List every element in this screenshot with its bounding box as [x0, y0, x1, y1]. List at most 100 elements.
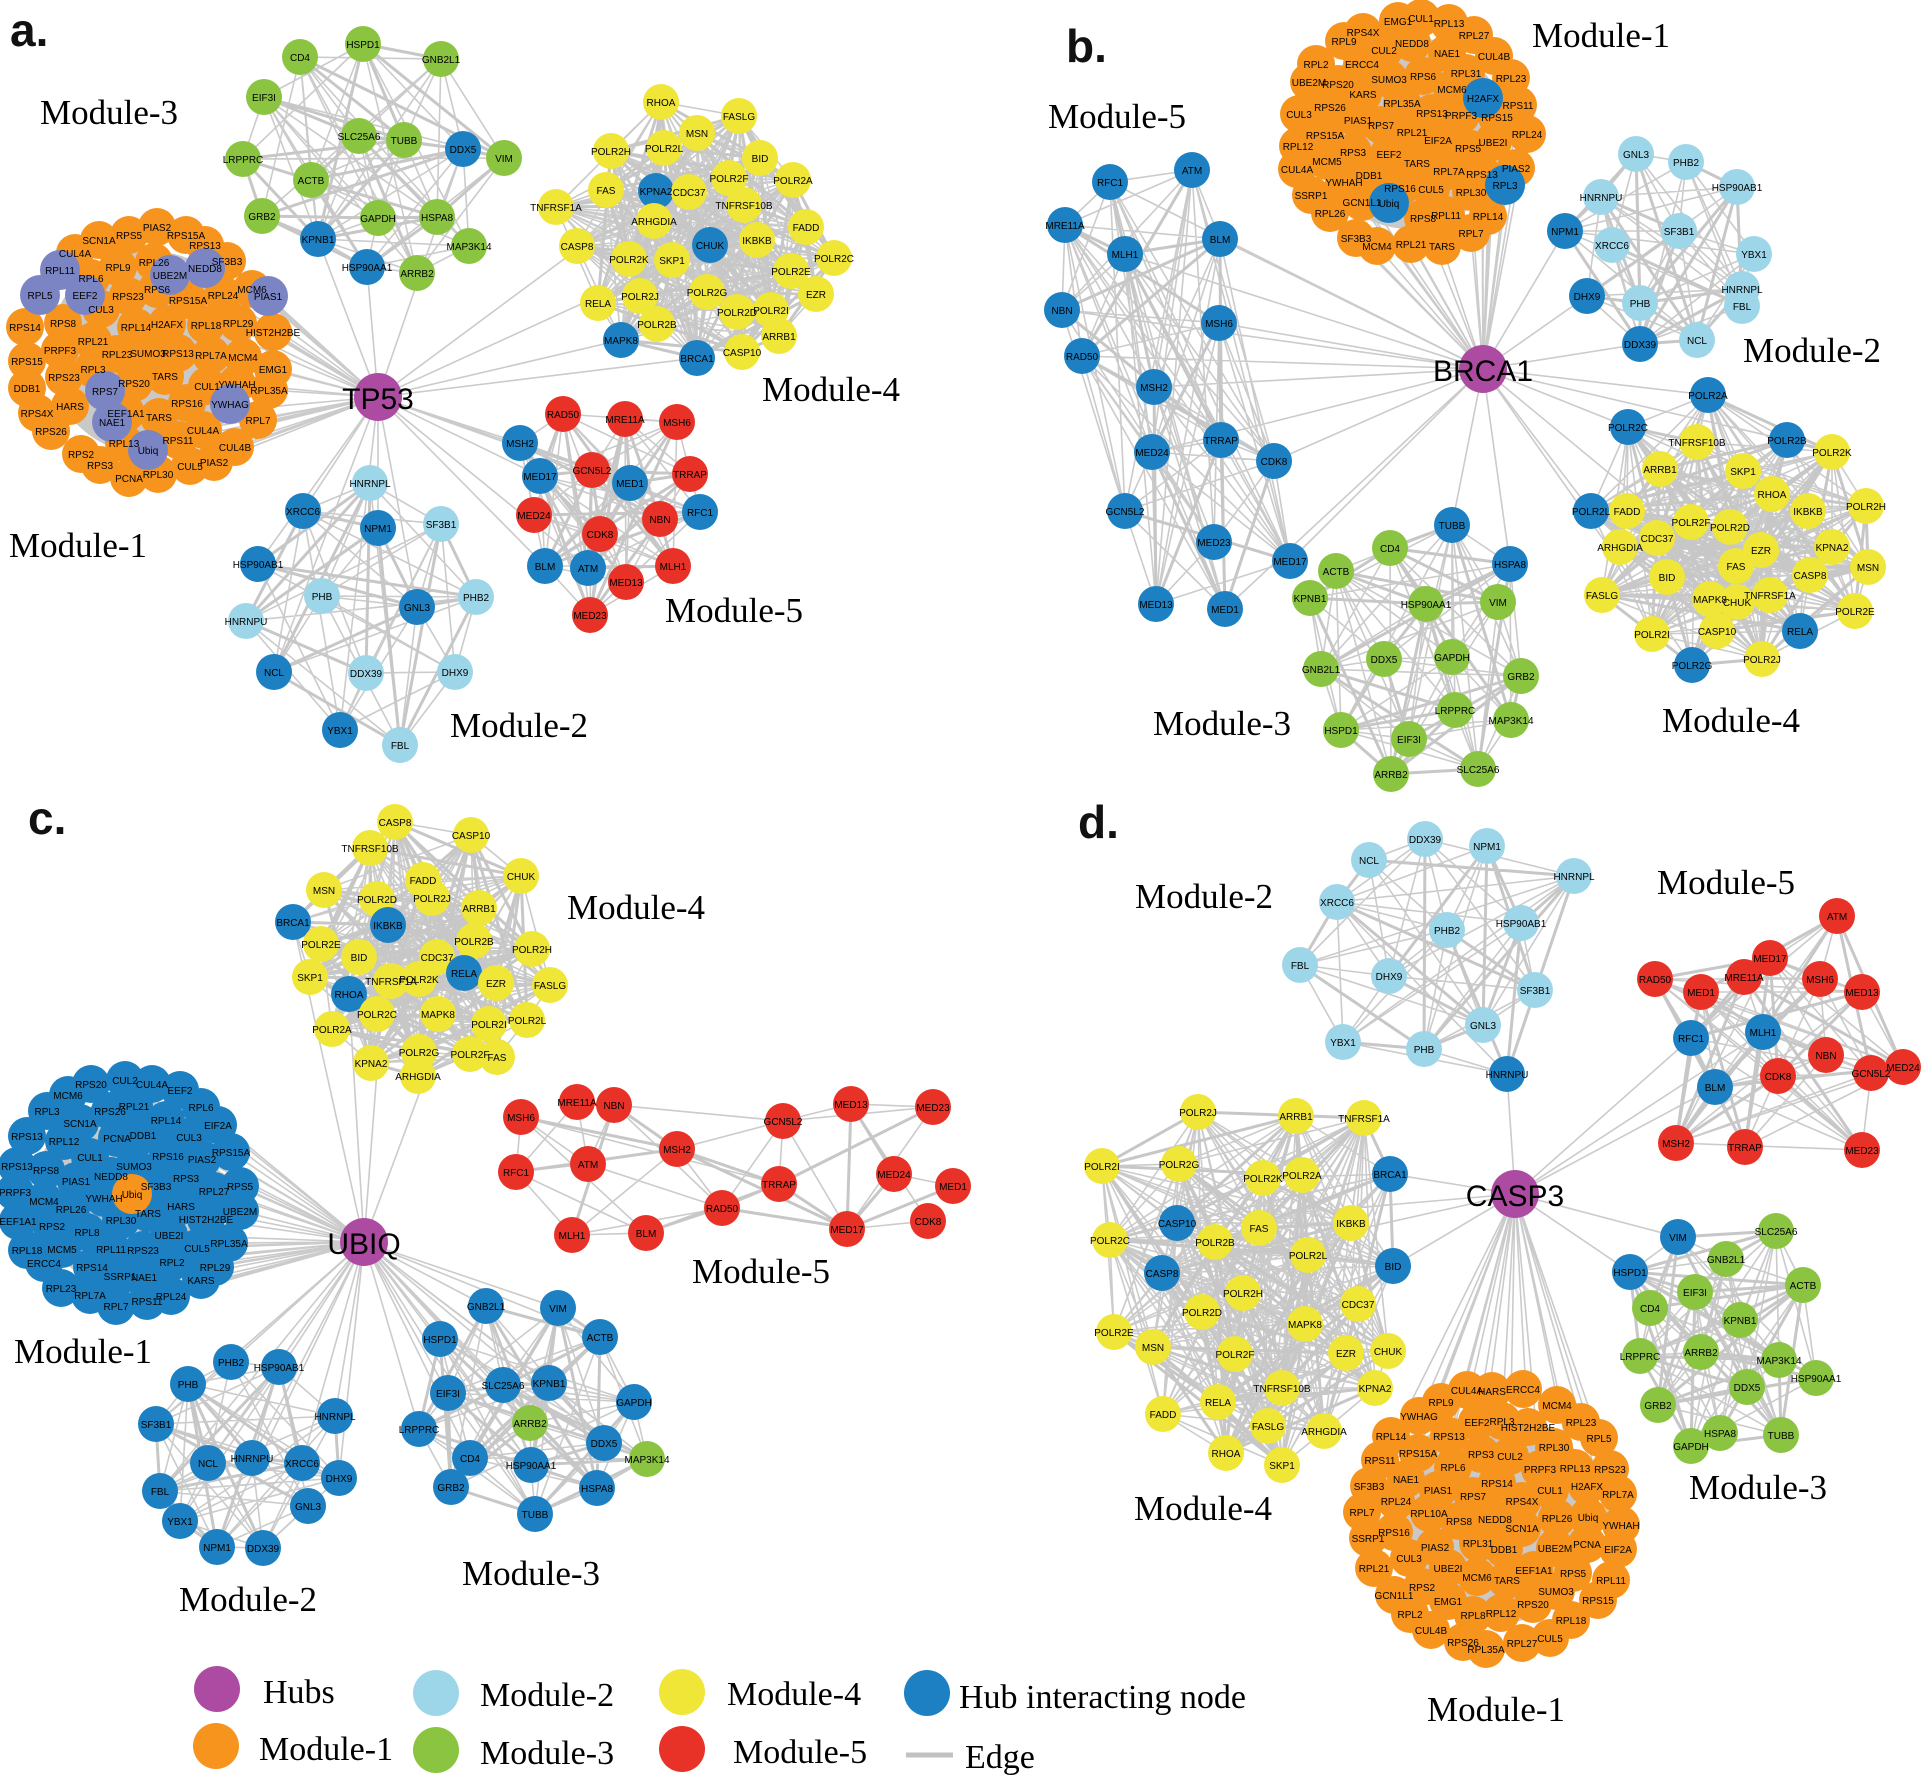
svg-text:POLR2H: POLR2H [1846, 502, 1886, 513]
svg-text:RPS15: RPS15 [1481, 113, 1513, 124]
svg-text:BLM: BLM [535, 562, 556, 573]
svg-text:TNFRSF10B: TNFRSF10B [715, 201, 773, 212]
svg-text:RPL6: RPL6 [188, 1103, 213, 1114]
svg-text:PIAS2: PIAS2 [1421, 1543, 1450, 1554]
svg-text:RPL14: RPL14 [121, 323, 152, 334]
svg-text:NAE1: NAE1 [131, 1273, 158, 1284]
svg-text:POLR2G: POLR2G [1672, 661, 1713, 672]
svg-text:CUL5: CUL5 [1537, 1634, 1563, 1645]
svg-text:POLR2I: POLR2I [471, 1020, 507, 1031]
svg-text:CASP8: CASP8 [379, 818, 412, 829]
svg-text:Module-4: Module-4 [727, 1676, 861, 1713]
svg-text:RPS13: RPS13 [11, 1132, 43, 1143]
svg-text:Ubiq: Ubiq [1578, 1513, 1599, 1524]
svg-text:PIAS2: PIAS2 [1502, 164, 1531, 175]
svg-text:d.: d. [1078, 796, 1119, 848]
svg-text:POLR2K: POLR2K [1243, 1174, 1283, 1185]
svg-text:PIAS1: PIAS1 [62, 1177, 91, 1188]
svg-text:POLR2G: POLR2G [399, 1048, 440, 1059]
svg-text:LRPPRC: LRPPRC [223, 155, 264, 166]
svg-text:SLC25A6: SLC25A6 [338, 132, 381, 143]
svg-text:RPS20: RPS20 [1517, 1600, 1549, 1611]
svg-text:VIM: VIM [1489, 598, 1507, 609]
svg-text:RPL5: RPL5 [1586, 1434, 1611, 1445]
svg-text:GRB2: GRB2 [437, 1483, 465, 1494]
svg-text:RPS8: RPS8 [33, 1166, 60, 1177]
svg-text:NPM1: NPM1 [1551, 227, 1579, 238]
svg-text:FBL: FBL [151, 1487, 170, 1498]
svg-text:RELA: RELA [585, 299, 611, 310]
svg-text:GCN1L1: GCN1L1 [1375, 1591, 1414, 1602]
svg-text:MSN: MSN [686, 129, 708, 140]
svg-text:CASP8: CASP8 [1146, 1269, 1179, 1280]
svg-text:RELA: RELA [451, 969, 477, 980]
svg-text:CASP8: CASP8 [561, 242, 594, 253]
svg-text:RPS13: RPS13 [1433, 1432, 1465, 1443]
svg-text:NCL: NCL [1359, 856, 1379, 867]
svg-text:RPS13: RPS13 [1, 1162, 33, 1173]
svg-text:Module-2: Module-2 [1135, 877, 1273, 916]
svg-text:Module-2: Module-2 [1743, 331, 1881, 370]
svg-text:RPL2: RPL2 [1397, 1610, 1422, 1621]
svg-text:POLR2J: POLR2J [413, 894, 451, 905]
svg-text:MSN: MSN [1142, 1343, 1164, 1354]
svg-text:CASP10: CASP10 [1698, 627, 1737, 638]
svg-text:RAD50: RAD50 [1639, 975, 1672, 986]
svg-text:KPNB1: KPNB1 [1724, 1316, 1757, 1327]
svg-text:POLR2C: POLR2C [1608, 423, 1648, 434]
svg-text:CDK8: CDK8 [915, 1217, 942, 1228]
svg-text:SKP1: SKP1 [1269, 1461, 1295, 1472]
svg-text:CDK8: CDK8 [1261, 457, 1288, 468]
svg-text:BID: BID [1385, 1262, 1402, 1273]
svg-text:SF3B1: SF3B1 [141, 1420, 172, 1431]
svg-text:TNFRSF10B: TNFRSF10B [1253, 1384, 1311, 1395]
svg-text:HARS: HARS [167, 1202, 195, 1213]
svg-text:DDX5: DDX5 [450, 145, 477, 156]
svg-text:RPS11: RPS11 [1365, 1456, 1396, 1467]
svg-text:UBE2M: UBE2M [1292, 78, 1326, 89]
svg-text:MAP3K14: MAP3K14 [446, 242, 491, 253]
svg-text:YWHAH: YWHAH [218, 380, 255, 391]
svg-text:HSP90AB1: HSP90AB1 [254, 1363, 305, 1374]
svg-text:GNL3: GNL3 [404, 603, 431, 614]
svg-text:CDK8: CDK8 [587, 530, 614, 541]
svg-text:RPL11: RPL11 [1596, 1576, 1626, 1587]
svg-text:RPS2: RPS2 [39, 1222, 66, 1233]
svg-text:RPL14: RPL14 [1473, 212, 1504, 223]
svg-text:RPS26: RPS26 [1314, 103, 1346, 114]
svg-text:RPS20: RPS20 [1322, 80, 1354, 91]
svg-text:POLR2E: POLR2E [771, 267, 811, 278]
svg-text:MSH2: MSH2 [506, 439, 534, 450]
svg-text:EEF1A1: EEF1A1 [1515, 1566, 1553, 1577]
svg-text:RPS15A: RPS15A [167, 231, 206, 242]
svg-text:RPS15A: RPS15A [1399, 1449, 1438, 1460]
svg-text:TARS: TARS [152, 372, 178, 383]
svg-text:POLR2B: POLR2B [637, 320, 677, 331]
svg-text:RPL18: RPL18 [1556, 1616, 1587, 1627]
svg-text:PRPF3: PRPF3 [44, 346, 77, 357]
svg-text:Module-3: Module-3 [40, 93, 178, 132]
svg-text:UBE2M: UBE2M [223, 1207, 257, 1218]
svg-text:CDC37: CDC37 [1342, 1300, 1375, 1311]
svg-text:ARRB2: ARRB2 [400, 269, 434, 280]
svg-text:POLR2B: POLR2B [1195, 1238, 1235, 1249]
svg-text:GRB2: GRB2 [1507, 672, 1535, 683]
svg-text:RPL7A: RPL7A [74, 1291, 106, 1302]
svg-text:PHB: PHB [1414, 1045, 1435, 1056]
svg-text:CUL4B: CUL4B [219, 443, 252, 454]
svg-text:POLR2H: POLR2H [1223, 1289, 1263, 1300]
svg-text:ARHGDIA: ARHGDIA [631, 217, 677, 228]
svg-text:MCM4: MCM4 [1542, 1401, 1572, 1412]
svg-text:XRCC6: XRCC6 [286, 507, 320, 518]
svg-text:HSP90AA1: HSP90AA1 [1791, 1374, 1842, 1385]
svg-text:POLR2A: POLR2A [312, 1025, 352, 1036]
svg-text:MLH1: MLH1 [1112, 250, 1139, 261]
svg-text:TUBB: TUBB [391, 136, 418, 147]
svg-text:DDX39: DDX39 [1409, 835, 1442, 846]
svg-text:RPL7A: RPL7A [1602, 1490, 1634, 1501]
svg-text:MED23: MED23 [1845, 1146, 1879, 1157]
svg-text:RPL7: RPL7 [103, 1302, 128, 1313]
svg-text:ARRB2: ARRB2 [1374, 770, 1408, 781]
svg-text:PIAS1: PIAS1 [1424, 1486, 1453, 1497]
svg-text:CUL1: CUL1 [194, 382, 220, 393]
